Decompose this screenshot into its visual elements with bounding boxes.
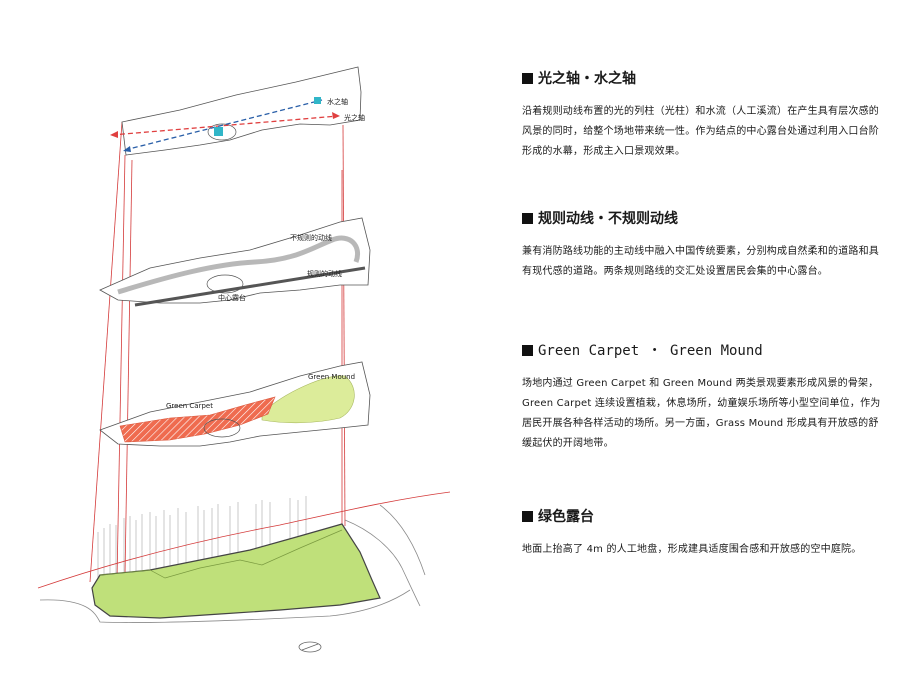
water-axis-arrow-left (123, 146, 131, 152)
layer-light-water-axis: 水之轴 光之轴 (110, 66, 365, 156)
layer-circulation: 不规则的动线 规则的动线 中心露台 (99, 217, 371, 307)
section-body: 场地内通过 Green Carpet 和 Green Mound 两类景观要素形… (522, 378, 881, 449)
light-axis-arrow-right (332, 112, 340, 119)
bullet-square-icon (522, 510, 533, 522)
layer-green-terrace (37, 491, 451, 653)
green-carpet-shape (119, 396, 276, 443)
center-stage-label: 中心露台 (218, 293, 246, 302)
section-title: 规则动线・不规则动线 (522, 208, 882, 228)
section-light-water-axis: 光之轴・水之轴 沿着规则动线布置的光的列柱（光柱）和水流（人工溪流）在产生具有层… (522, 68, 882, 162)
layered-landscape-diagram: 水之轴 光之轴 不规则的动线 规则的动线 中心露台 Green Mound Gr… (37, 66, 451, 653)
light-axis-arrow-left (110, 131, 118, 138)
section-body: 兼有消防路线功能的主动线中融入中国传统要素，分别构成自然柔和的道路和具有现代感的… (522, 246, 879, 277)
section-green-carpet-mound: Green Carpet ・ Green Mound 场地内通过 Green C… (522, 340, 882, 454)
bullet-square-icon (522, 344, 533, 356)
light-axis-line (111, 115, 339, 136)
section-title: Green Carpet ・ Green Mound (522, 340, 882, 360)
water-axis-line (124, 99, 323, 151)
section-body: 地面上抬高了 4m 的人工地盘，形成建具适度围合感和开放感的空中庭院。 (522, 544, 862, 555)
green-mound-label: Green Mound (308, 373, 355, 381)
site-marker (298, 641, 322, 653)
water-axis-label: 水之轴 (327, 97, 348, 106)
section-title: 绿色露台 (522, 506, 882, 526)
green-carpet-label: Green Carpet (166, 402, 213, 410)
water-node-square (314, 97, 321, 104)
irregular-path (117, 235, 360, 295)
section-green-terrace: 绿色露台 地面上抬高了 4m 的人工地盘，形成建具适度围合感和开放感的空中庭院。 (522, 506, 882, 560)
section-circulation: 规则动线・不规则动线 兼有消防路线功能的主动线中融入中国传统要素，分别构成自然柔… (522, 208, 882, 282)
water-feature-square (214, 127, 223, 136)
terrace-deck (91, 523, 381, 619)
section-body: 沿着规则动线布置的光的列柱（光柱）和水流（人工溪流）在产生具有层次感的风景的同时… (522, 106, 879, 157)
bullet-square-icon (522, 212, 533, 224)
section-title: 光之轴・水之轴 (522, 68, 882, 88)
regular-path (134, 266, 366, 307)
light-axis-label: 光之轴 (344, 113, 365, 122)
green-mound-shape (261, 375, 355, 424)
bullet-square-icon (522, 72, 533, 84)
irregular-path-label: 不规则的动线 (290, 233, 332, 242)
regular-path-label: 规则的动线 (307, 269, 342, 278)
layer-green-elements: Green Mound Green Carpet (99, 361, 371, 447)
